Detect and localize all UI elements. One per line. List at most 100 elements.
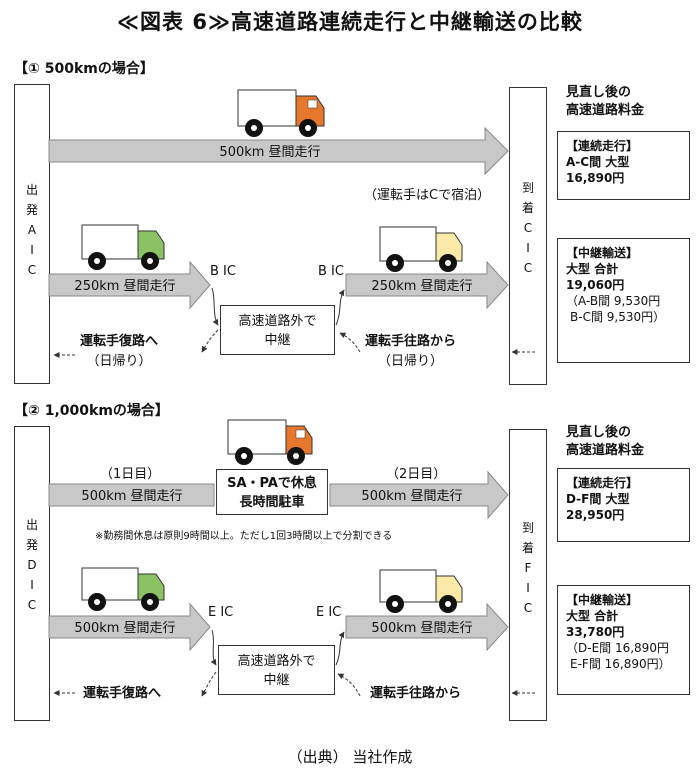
section2-rest-box: SA・PAで休息 長時間駐車 <box>216 469 328 515</box>
fee-head: 【中継輸送】 <box>566 246 639 260</box>
section2-ic-left: E IC <box>208 605 234 620</box>
note-line: （日帰り） <box>378 354 444 369</box>
start-ic-char: 出 <box>25 183 38 197</box>
end-ic-char: 到 <box>521 181 534 195</box>
truck-icon-green <box>81 567 165 611</box>
start-ic-char: 発 <box>25 203 38 217</box>
truck-icon-green <box>81 224 165 270</box>
end-ic-char: I <box>526 581 530 595</box>
left-route-label: 250km 昼間走行 <box>74 279 175 294</box>
section2-fee-title: 見直し後の 高速道路料金 <box>566 424 644 460</box>
fee-detail: E-F間 16,890円） <box>570 657 671 671</box>
section1-ic-left: B IC <box>210 264 236 279</box>
section2-heading: 【② 1,000kmの場合】 <box>14 403 169 419</box>
left-route-label: 500km 昼間走行 <box>74 621 175 636</box>
curve-arrow <box>339 332 361 353</box>
source-note: （出典） 当社作成 <box>287 748 413 766</box>
rest-box-line: 長時間駐車 <box>239 495 305 510</box>
curve-arrow <box>337 673 361 697</box>
fee-line: A-C間 大型 <box>566 155 630 169</box>
main-route-arrow <box>329 470 509 520</box>
rest-box-line: SA・PAで休息 <box>227 476 317 491</box>
fee-head: 【連続走行】 <box>566 139 639 153</box>
fee-title-line: 見直し後の <box>566 425 632 440</box>
start-ic-char: 発 <box>25 538 38 552</box>
fee-head: 【中継輸送】 <box>566 593 639 607</box>
section1-overnight-note: （運転手はCで宿泊） <box>364 188 491 203</box>
truck-icon-yellow <box>379 569 463 613</box>
section1-fee-relay: 【中継輸送】 大型 合計 19,060円 （A-B間 9,530円 B-C間 9… <box>557 238 690 363</box>
fee-amount: 16,890円 <box>566 171 625 185</box>
start-ic-char: A <box>27 223 37 237</box>
section1-relay-box: 高速道路外で 中継 <box>220 305 335 355</box>
section1-outbound-note: 運転手往路から （日帰り） <box>365 332 456 372</box>
relay-box-line: 高速道路外で <box>238 314 317 329</box>
main-route-arrow <box>48 126 509 176</box>
start-ic-char: I <box>30 243 34 257</box>
end-ic-char: C <box>523 261 533 275</box>
curve-arrow <box>211 287 219 326</box>
end-ic-char: 着 <box>521 541 534 555</box>
left-route-arrow <box>48 260 211 310</box>
curve-arrow <box>210 629 217 666</box>
start-ic-char: 出 <box>25 518 38 532</box>
left-route-arrow <box>48 602 211 652</box>
fee-amount: 19,060円 <box>566 278 625 292</box>
truck-icon-yellow <box>379 226 463 272</box>
start-ic-char: C <box>27 598 37 612</box>
fee-line: D-F間 大型 <box>566 492 630 506</box>
fee-line: 大型 合計 <box>566 609 619 623</box>
section2-start-ic: 出 発 D I C <box>14 426 50 721</box>
section2-outbound-note: 運転手往路から <box>370 686 462 701</box>
end-ic-char: C <box>523 601 533 615</box>
section2-end-ic: 到 着 F I C <box>509 429 547 721</box>
fee-line: 大型 合計 <box>566 262 619 276</box>
section1-return-note: 運転手復路へ （日帰り） <box>80 332 158 372</box>
fee-title-line: 見直し後の <box>566 85 632 100</box>
fee-title-line: 高速道路料金 <box>566 443 645 458</box>
section1-start-ic: 出 発 A I C <box>14 84 50 384</box>
main-route-arrow <box>48 483 215 507</box>
end-ic-char: 着 <box>521 201 534 215</box>
section2-day1: （1日目） <box>100 467 161 482</box>
section1-ic-right: B IC <box>318 264 344 279</box>
section2-rest-note: ※勤務間休息は原則9時間以上。ただし1回3時間以上で分割できる <box>95 531 393 542</box>
note-line: 運転手往路から <box>365 334 457 349</box>
right-route-arrow <box>345 260 509 310</box>
right-route-label: 250km 昼間走行 <box>371 279 472 294</box>
note-line: （日帰り） <box>86 354 152 369</box>
section2-day2: （2日目） <box>386 467 447 482</box>
relay-box-line: 中継 <box>264 333 291 348</box>
main-route-label: 500km 昼間走行 <box>81 489 182 504</box>
start-ic-char: I <box>30 578 34 592</box>
section2-fee-relay: 【中継輸送】 大型 合計 33,780円 （D-E間 16,890円 E-F間 … <box>557 585 690 695</box>
relay-box-line: 高速道路外で <box>237 654 316 669</box>
section1-fee-title: 見直し後の 高速道路料金 <box>566 84 644 120</box>
section2-fee-continuous: 【連続走行】 D-F間 大型 28,950円 <box>557 468 690 542</box>
fee-amount: 33,780円 <box>566 625 625 639</box>
section2-ic-right: E IC <box>316 605 342 620</box>
section2-relay-box: 高速道路外で 中継 <box>218 645 335 695</box>
note-line: 運転手復路へ <box>80 334 159 349</box>
end-ic-char: 到 <box>521 521 534 535</box>
curve-arrow <box>335 631 345 666</box>
curve-arrow <box>201 329 219 353</box>
section1-end-ic: 到 着 C I C <box>509 87 547 385</box>
truck-icon-orange <box>227 419 313 465</box>
section2-return-note: 運転手復路へ <box>83 686 162 701</box>
start-ic-char: D <box>27 558 37 572</box>
end-ic-char: F <box>524 561 532 575</box>
section1-heading: 【① 500kmの場合】 <box>14 61 154 77</box>
right-route-arrow <box>345 602 509 652</box>
main-route-label: 500km 昼間走行 <box>219 145 320 160</box>
curve-arrow <box>201 671 217 697</box>
start-ic-char: C <box>27 263 37 277</box>
section1-fee-continuous: 【連続走行】 A-C間 大型 16,890円 <box>557 131 690 200</box>
end-ic-char: C <box>523 221 533 235</box>
fee-detail: （D-E間 16,890円 <box>566 641 669 655</box>
right-route-label: 500km 昼間走行 <box>371 621 472 636</box>
main-route-label: 500km 昼間走行 <box>361 489 462 504</box>
fee-head: 【連続走行】 <box>566 476 639 490</box>
relay-box-line: 中継 <box>263 673 290 688</box>
